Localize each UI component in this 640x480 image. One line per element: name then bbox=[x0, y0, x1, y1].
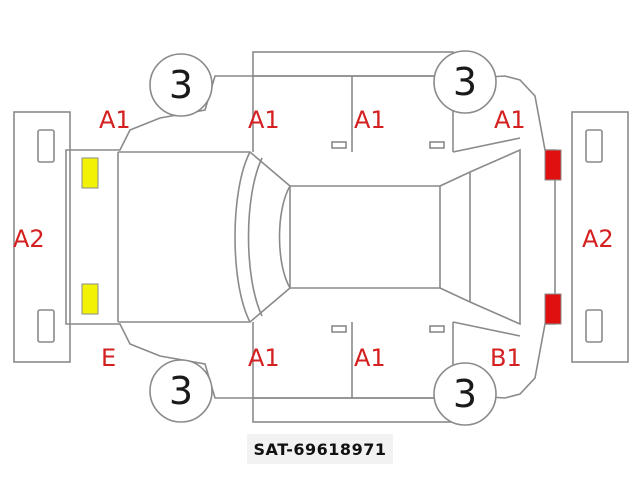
rear-bumper bbox=[571, 111, 629, 363]
svg-text:3: 3 bbox=[453, 372, 477, 416]
code-bottom-front-door: A1 bbox=[248, 344, 280, 372]
code-rear-bumper: A2 bbox=[582, 225, 614, 253]
reference-id-box: SAT-69618971 bbox=[247, 434, 393, 464]
wheel-rear-bottom: 3 bbox=[433, 362, 497, 426]
code-bottom-rear-door: A1 bbox=[354, 344, 386, 372]
svg-text:3: 3 bbox=[169, 369, 193, 413]
code-top-front-fender: A1 bbox=[99, 106, 131, 134]
wheel-rear-top: 3 bbox=[433, 50, 497, 114]
code-front-bumper: A2 bbox=[13, 225, 45, 253]
code-top-rear-door: A1 bbox=[354, 106, 386, 134]
headlight-marker-bottom bbox=[81, 283, 99, 315]
code-top-front-door: A1 bbox=[248, 106, 280, 134]
taillight-marker-top bbox=[544, 149, 562, 181]
bottom-side-sill bbox=[252, 397, 454, 423]
reference-id: SAT-69618971 bbox=[253, 439, 387, 459]
headlight-marker-top bbox=[81, 157, 99, 189]
front-bumper bbox=[13, 111, 71, 363]
wheel-front-bottom: 3 bbox=[149, 359, 213, 423]
taillight-marker-bottom bbox=[544, 293, 562, 325]
wheel-front-top: 3 bbox=[149, 53, 213, 117]
top-side-sill bbox=[252, 51, 454, 77]
code-top-rear-fender: A1 bbox=[494, 106, 526, 134]
svg-text:3: 3 bbox=[453, 60, 477, 104]
code-bottom-front-fender: E bbox=[101, 344, 116, 372]
svg-text:3: 3 bbox=[169, 63, 193, 107]
car-body bbox=[65, 75, 556, 399]
code-bottom-rear-fender: B1 bbox=[490, 344, 522, 372]
